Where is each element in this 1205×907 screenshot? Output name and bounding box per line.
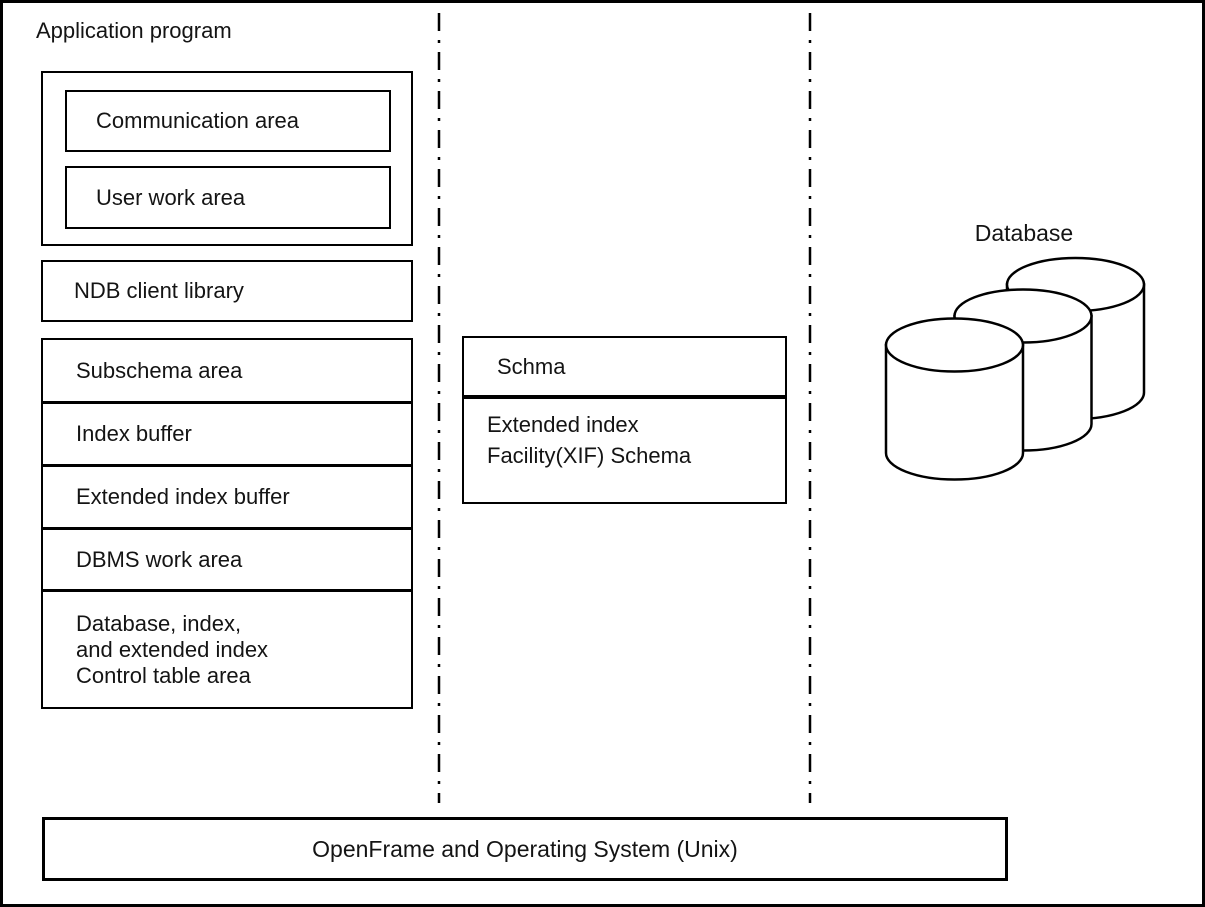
user-work-area-label: User work area (96, 184, 246, 210)
ndb-client-library-box: NDB client library (41, 260, 413, 322)
database-cylinders-icon (884, 256, 1146, 481)
database-label: Database (974, 220, 1074, 246)
stack-row-extended-index-buffer: Extended index buffer (43, 464, 411, 527)
control-table-area-line3: Control table area (76, 662, 251, 688)
stack-row-subschema-area: Subschema area (43, 340, 411, 401)
xif-schema-line1: Extended index (487, 412, 639, 437)
communication-area-label: Communication area (96, 108, 299, 133)
control-table-area-line1: Database, index, (76, 610, 242, 636)
dbms-work-area-label: DBMS work area (76, 546, 243, 572)
extended-index-buffer-label: Extended index buffer (76, 484, 290, 509)
subschema-area-label: Subschema area (76, 357, 243, 383)
stack-row-control-table-area: Database, index, and extended index Cont… (43, 589, 411, 707)
schema-box: Schma Extended index Facility(XIF) Schem… (462, 336, 787, 504)
database-cylinder-front-icon (884, 317, 1025, 481)
work-area-group-box: Communication area User work area (41, 71, 413, 246)
xif-schema-line2: Facility(XIF) Schema (487, 443, 692, 468)
stack-row-dbms-work-area: DBMS work area (43, 527, 411, 589)
control-table-area-line2: and extended index (76, 636, 269, 662)
os-bar: OpenFrame and Operating System (Unix) (42, 817, 1008, 881)
application-program-label: Application program (36, 18, 232, 43)
schema-title-label: Schma (497, 353, 566, 379)
user-work-area-box: User work area (65, 166, 391, 229)
schema-box-header: Schma (464, 338, 785, 399)
ndb-client-library-label: NDB client library (74, 278, 244, 303)
os-bar-label: OpenFrame and Operating System (Unix) (312, 835, 738, 862)
communication-area-box: Communication area (65, 90, 391, 152)
index-buffer-label: Index buffer (76, 421, 192, 446)
stack-row-index-buffer: Index buffer (43, 401, 411, 464)
schema-box-body: Extended index Facility(XIF) Schema (464, 399, 785, 502)
memory-areas-stack: Subschema area Index buffer Extended ind… (41, 338, 413, 709)
